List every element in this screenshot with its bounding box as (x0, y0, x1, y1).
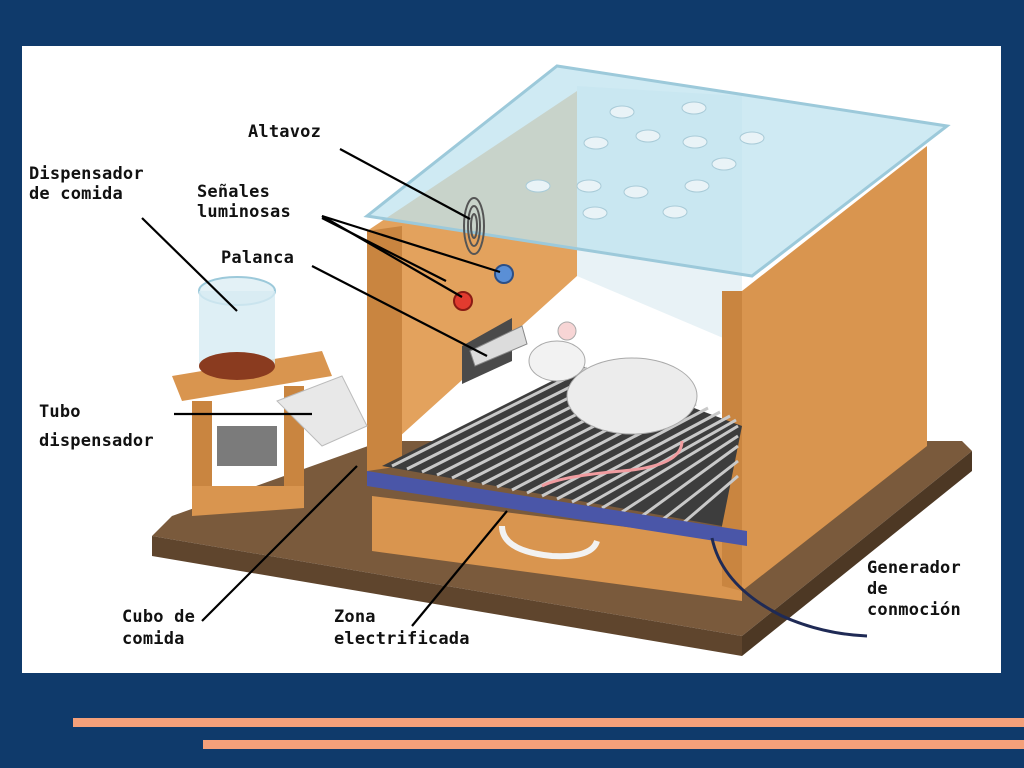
red-light-icon (453, 291, 473, 311)
label-generador-3: conmoción (867, 600, 961, 620)
leader-lines (141, 148, 508, 627)
lid-holes (525, 101, 765, 220)
label-tubo-1: Tubo (39, 402, 81, 422)
lever (469, 325, 528, 367)
label-dispensador-comida-2: de comida (29, 184, 123, 204)
food-dispenser (172, 276, 368, 516)
label-dispensador-comida-1: Dispensador (29, 164, 144, 184)
label-cubo-1: Cubo de (122, 607, 196, 627)
accent-bar-top (73, 718, 1024, 727)
label-zona-2: electrificada (334, 629, 470, 649)
electrified-strip (367, 471, 747, 546)
label-senales-2: luminosas (197, 202, 291, 222)
label-generador-2: de (867, 579, 888, 599)
accent-bar-bottom (203, 740, 1024, 749)
diagram-panel: Altavoz Dispensador de comida Señales lu… (22, 46, 1001, 673)
label-palanca: Palanca (221, 248, 295, 268)
grid-bars (391, 366, 739, 526)
right-wall (742, 146, 927, 591)
base-board-side (742, 451, 972, 656)
label-cubo-2: comida (122, 629, 185, 649)
label-generador-1: Generador (867, 558, 961, 578)
drawer-handle (499, 525, 600, 560)
label-tubo-2: dispensador (39, 431, 154, 451)
drawer (372, 496, 742, 601)
label-senales-1: Señales (197, 182, 271, 202)
blue-light-icon (494, 264, 514, 284)
rat-icon (528, 321, 698, 488)
label-altavoz: Altavoz (248, 122, 322, 142)
left-wall-front-post (367, 226, 402, 471)
glass-lid (363, 64, 951, 278)
shock-cable (710, 537, 868, 638)
base-board-edge (152, 536, 742, 656)
skinner-box-illustration (141, 64, 972, 656)
label-zona-1: Zona (334, 607, 376, 627)
speaker-icon (463, 197, 485, 255)
